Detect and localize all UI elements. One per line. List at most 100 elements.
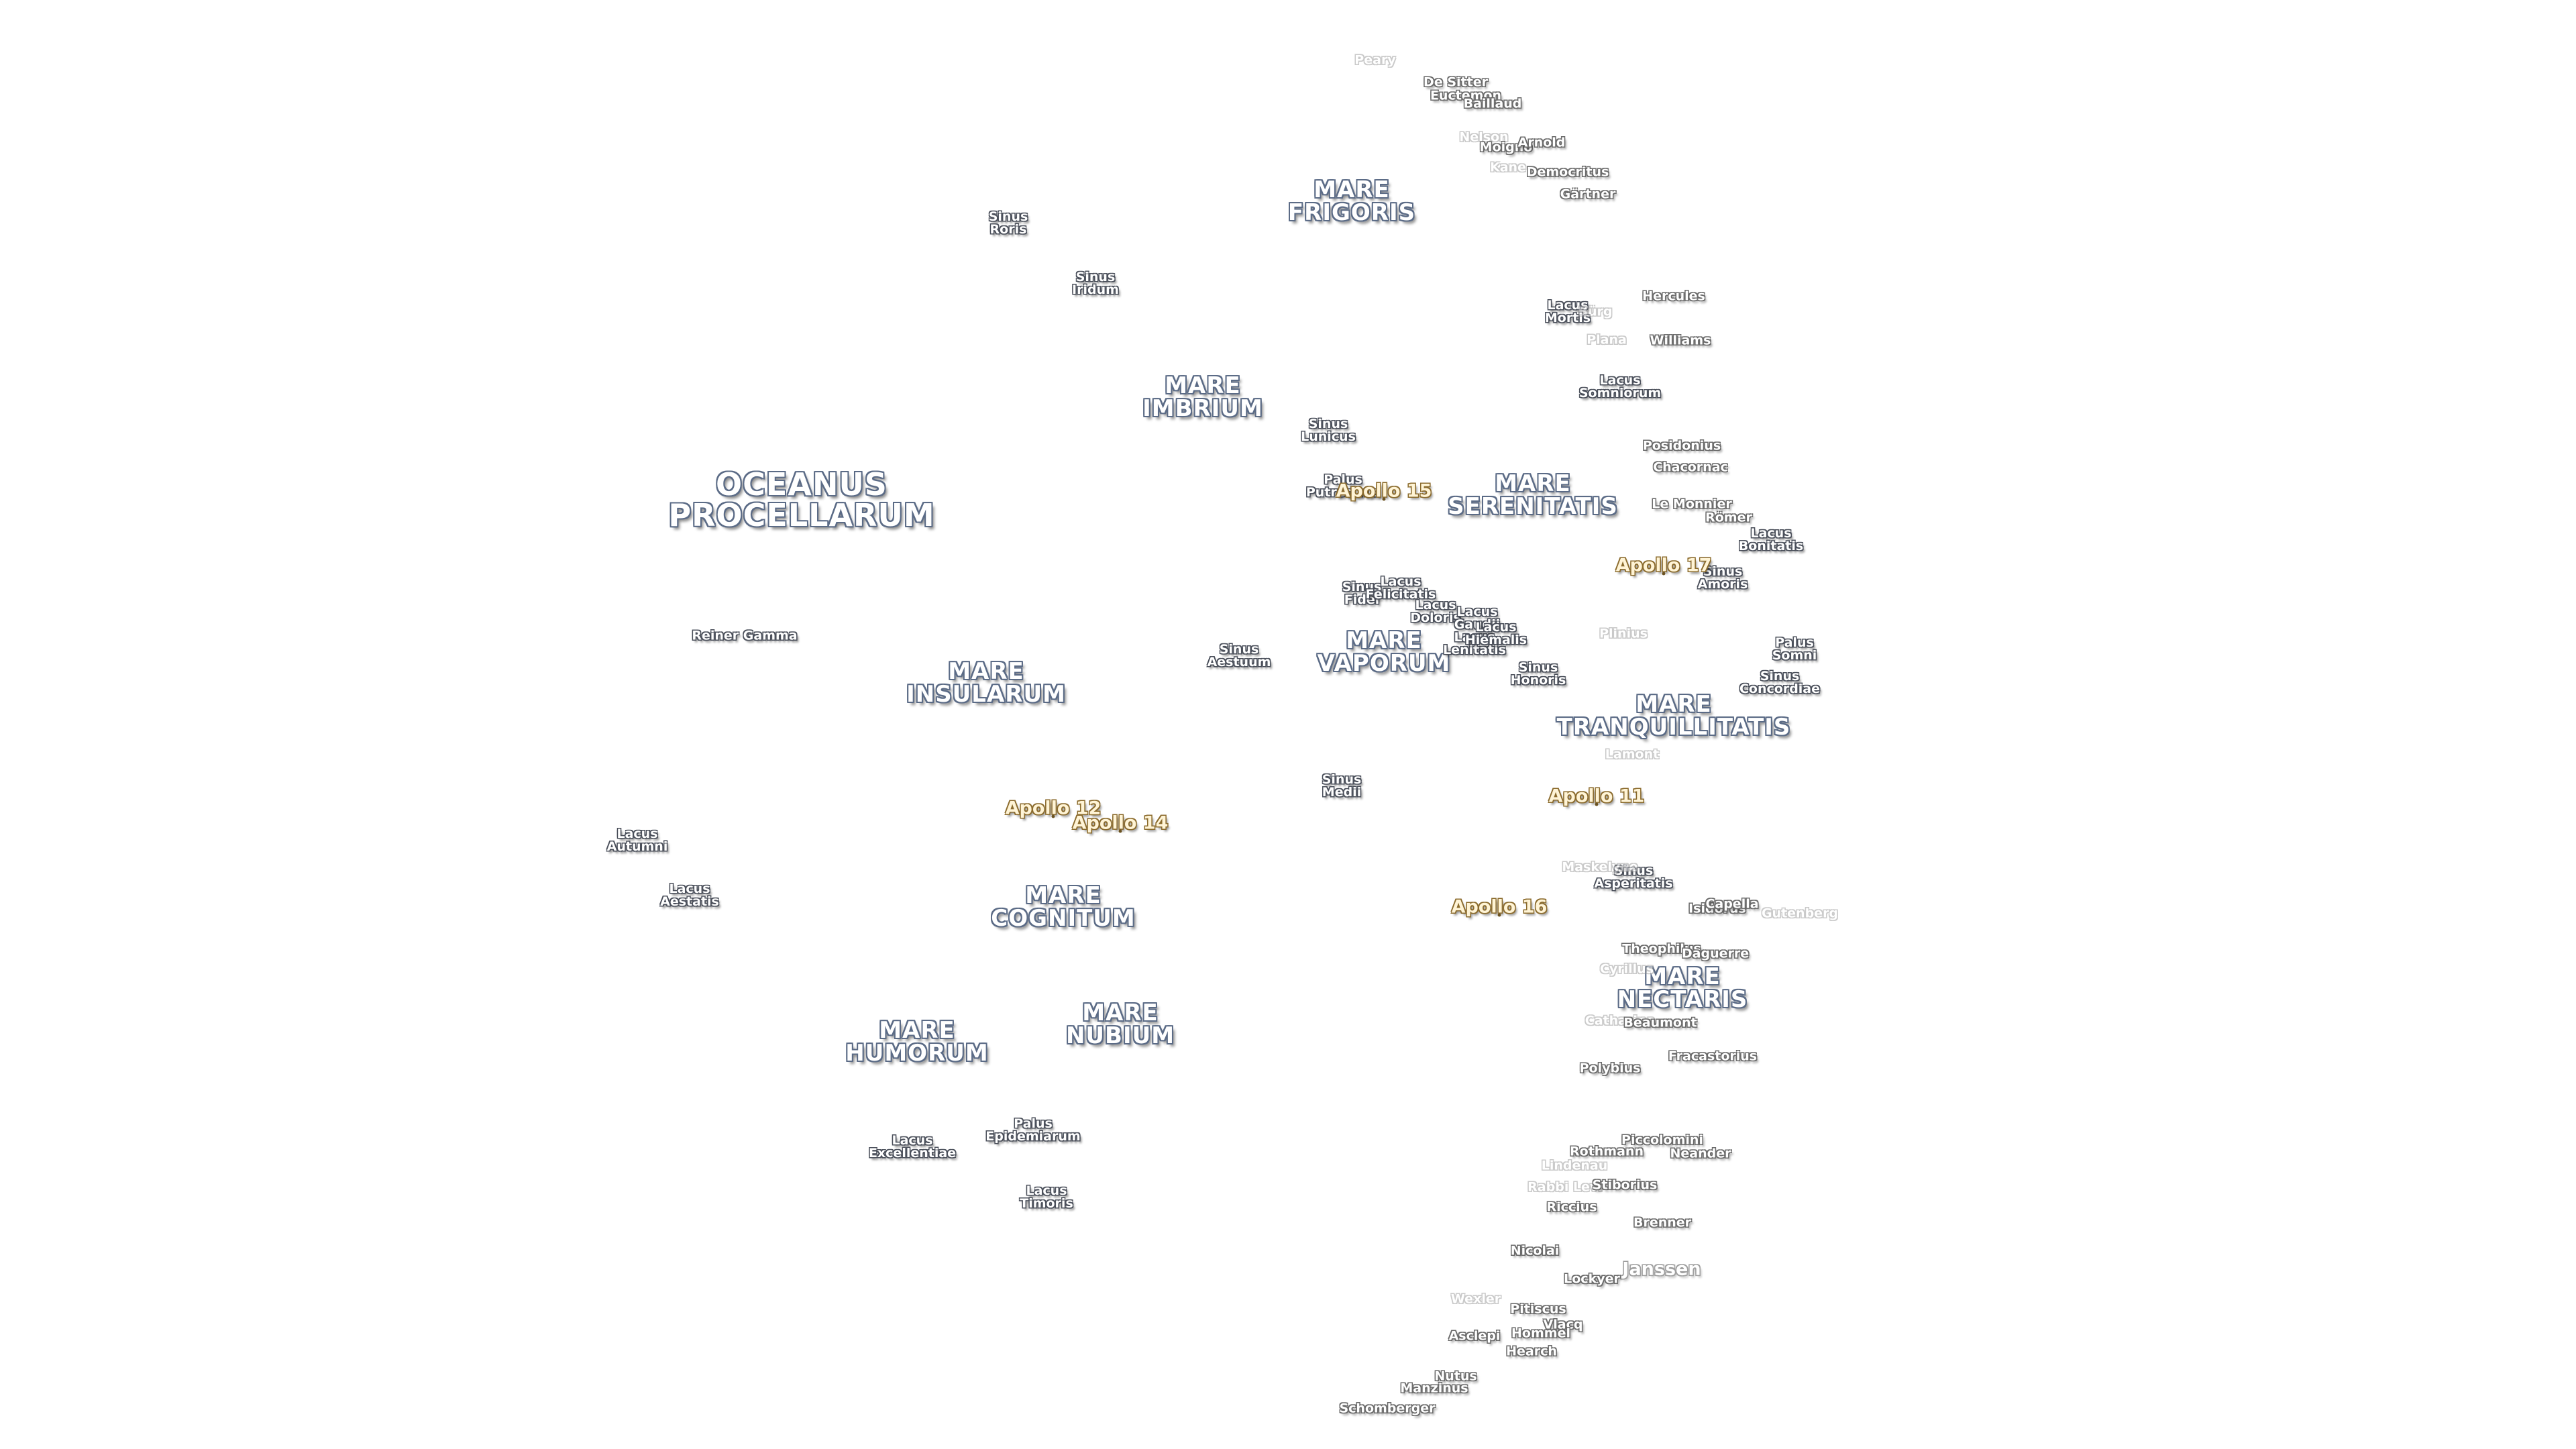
- label-lamont: Lamont: [1605, 747, 1660, 762]
- label-fracastorius: Fracastorius: [1668, 1049, 1758, 1064]
- label-burg: Bürg: [1578, 304, 1613, 319]
- label-mare-vaporum: MARE VAPORUM: [1317, 627, 1451, 677]
- label-lacus-lenitatis: Lacus Lenitatis: [1443, 630, 1506, 657]
- label-pitiscus: Pitiscus: [1510, 1301, 1566, 1317]
- label-lacus-hiemalis: Lacus Hiemalis: [1464, 620, 1527, 647]
- label-apollo-11: Apollo 11: [1548, 786, 1645, 807]
- label-sinus-aestuum: Sinus Aestuum: [1207, 642, 1271, 669]
- label-gutenberg: Gutenberg: [1761, 906, 1839, 921]
- label-arnold: Arnold: [1517, 135, 1566, 150]
- label-manzinus: Manzinus: [1400, 1381, 1468, 1396]
- label-rothmann: Rothmann: [1570, 1144, 1644, 1159]
- label-theophilus: Theophilus: [1622, 941, 1701, 957]
- label-mare-insularum: MARE INSULARUM: [906, 658, 1066, 708]
- label-lindenau: Lindenau: [1541, 1158, 1608, 1173]
- label-palus-somni: Palus Somni: [1772, 635, 1817, 663]
- label-sinus-amoris: Sinus Amoris: [1697, 564, 1748, 592]
- label-chacornac: Chacornac: [1653, 460, 1728, 475]
- label-nelson: Nelson: [1459, 129, 1509, 145]
- label-de-sitter: De Sitter: [1424, 74, 1488, 90]
- label-hommel: Hommel: [1511, 1326, 1570, 1341]
- label-apollo-12: Apollo 12: [1005, 798, 1102, 819]
- label-apollo-16: Apollo 16: [1451, 896, 1548, 918]
- label-plinius: Plinius: [1599, 626, 1648, 641]
- label-apollo-14: Apollo 14: [1072, 812, 1169, 834]
- label-catharina: Catharina: [1585, 1013, 1656, 1028]
- label-apollo-17: Apollo 17: [1615, 555, 1712, 576]
- label-gartner: Gärtner: [1560, 186, 1616, 202]
- label-riccius: Riccius: [1546, 1199, 1597, 1215]
- label-maskelyne: Maskelyne: [1562, 859, 1638, 875]
- label-schomberger: Schomberger: [1339, 1401, 1436, 1416]
- label-isidorus: Isidorus: [1688, 901, 1746, 916]
- label-mare-nectaris: MARE NECTARIS: [1617, 963, 1748, 1013]
- landing-site-marker-apollo-17: [1662, 572, 1666, 576]
- label-piccolomini: Piccolomini: [1621, 1132, 1703, 1148]
- label-lacus-felicitatis: Lacus Felicitatis: [1365, 574, 1436, 602]
- label-euctemon: Euctemon: [1430, 88, 1502, 103]
- label-nicolai: Nicolai: [1510, 1243, 1560, 1258]
- label-wexler: Wexler: [1450, 1291, 1501, 1307]
- label-lacus-autumni: Lacus Autumni: [606, 826, 668, 854]
- label-lacus-aestatis: Lacus Aestatis: [660, 881, 719, 909]
- label-mare-tranquillitatis: MARE TRANQUILLITATIS: [1556, 691, 1791, 741]
- label-stiborius: Stiborius: [1592, 1177, 1658, 1193]
- label-le-monnier: Le Monnier: [1652, 496, 1732, 512]
- label-lacus-mortis: Lacus Mortis: [1544, 298, 1591, 325]
- label-democritus: Democritus: [1526, 164, 1609, 180]
- label-sinus-roris: Sinus Roris: [988, 209, 1028, 237]
- label-asclepi: Asclepi: [1448, 1328, 1501, 1344]
- label-cyrillus: Cyrillus: [1599, 961, 1654, 977]
- label-neander: Neander: [1670, 1146, 1731, 1161]
- label-posidonius: Posidonius: [1642, 438, 1721, 453]
- label-daguerre: Daguerre: [1681, 946, 1750, 961]
- label-sinus-concordiae: Sinus Concordiae: [1739, 669, 1821, 696]
- label-sinus-honoris: Sinus Honoris: [1510, 660, 1566, 688]
- label-lacus-timoris: Lacus Timoris: [1020, 1183, 1073, 1211]
- label-nutus: Nutus: [1434, 1368, 1477, 1384]
- label-williams: Williams: [1650, 333, 1711, 348]
- landing-site-marker-apollo-14: [1118, 829, 1122, 833]
- label-peary: Peary: [1354, 52, 1396, 68]
- label-mare-imbrium: MARE IMBRIUM: [1142, 372, 1263, 422]
- label-apollo-15: Apollo 15: [1336, 480, 1432, 502]
- label-lacus-gaudii: Lacus Gaudii: [1454, 604, 1501, 632]
- label-rabbi-levi: Rabbi Levi: [1527, 1179, 1603, 1195]
- label-sinus-lunicus: Sinus Lunicus: [1301, 417, 1356, 444]
- label-moigno: Moigno: [1479, 140, 1533, 155]
- label-sinus-asperitatis: Sinus Asperitatis: [1594, 863, 1673, 891]
- label-plana: Plana: [1587, 332, 1627, 347]
- label-oceanus-procellarum: OCEANUS PROCELLARUM: [668, 466, 935, 533]
- label-lockyer: Lockyer: [1564, 1271, 1620, 1287]
- label-kane: Kane: [1490, 160, 1526, 175]
- landing-site-marker-apollo-16: [1497, 913, 1501, 917]
- label-sinus-medii: Sinus Medii: [1322, 772, 1362, 800]
- label-reiner-gamma: Reiner Gamma: [692, 628, 798, 643]
- landing-site-marker-apollo-11: [1595, 802, 1599, 806]
- label-beaumont: Beaumont: [1623, 1015, 1697, 1030]
- label-palus-epidemiarum: Palus Epidemiarum: [985, 1116, 1081, 1144]
- landing-site-marker-apollo-15: [1382, 497, 1386, 501]
- label-polybius: Polybius: [1579, 1061, 1641, 1076]
- label-lacus-somniorum: Lacus Somniorum: [1578, 373, 1662, 400]
- label-mare-frigoris: MARE FRIGORIS: [1287, 176, 1416, 226]
- label-capella: Capella: [1705, 896, 1759, 912]
- label-hearch: Hearch: [1506, 1344, 1557, 1359]
- landing-site-marker-apollo-12: [1051, 814, 1055, 818]
- label-mare-serenitatis: MARE SERENITATIS: [1448, 470, 1618, 520]
- label-lacus-doloris: Lacus Doloris: [1410, 598, 1461, 625]
- label-janssen: Janssen: [1622, 1258, 1701, 1280]
- label-palus-putredinis: Palus Putredinis: [1305, 472, 1381, 500]
- label-sinus-fidei: Sinus Fidei: [1342, 580, 1382, 607]
- label-mare-cognitum: MARE COGNITUM: [991, 882, 1136, 932]
- label-romer: Römer: [1705, 510, 1752, 525]
- label-lacus-excellentiae: Lacus Excellentiae: [868, 1133, 957, 1161]
- label-sinus-iridum: Sinus Iridum: [1072, 270, 1119, 297]
- label-lacus-bonitatis: Lacus Bonitatis: [1738, 526, 1804, 553]
- label-hercules: Hercules: [1642, 288, 1705, 304]
- label-baillaud: Baillaud: [1463, 96, 1522, 111]
- label-brenner: Brenner: [1633, 1215, 1692, 1230]
- label-mare-nubium: MARE NUBIUM: [1065, 1000, 1175, 1049]
- label-vlacq: Vlacq: [1543, 1317, 1583, 1332]
